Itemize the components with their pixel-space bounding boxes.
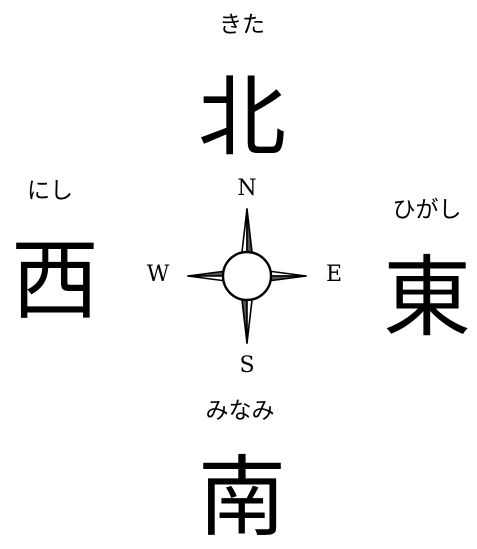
west-kanji: 西 — [10, 229, 100, 332]
north-reading: きた — [219, 12, 265, 38]
east-kanji: 東 — [382, 246, 472, 349]
south-reading: みなみ — [205, 398, 275, 424]
compass-letter-e: E — [325, 262, 343, 287]
south-kanji: 南 — [197, 446, 287, 549]
compass-letter-w: W — [146, 262, 170, 287]
compass-letter-s: S — [239, 353, 255, 378]
north-kanji: 北 — [197, 66, 287, 169]
west-reading: にし — [27, 178, 73, 204]
compass-rose-icon — [187, 208, 307, 344]
compass-letter-n: N — [237, 176, 257, 201]
east-reading: ひがし — [392, 197, 462, 223]
